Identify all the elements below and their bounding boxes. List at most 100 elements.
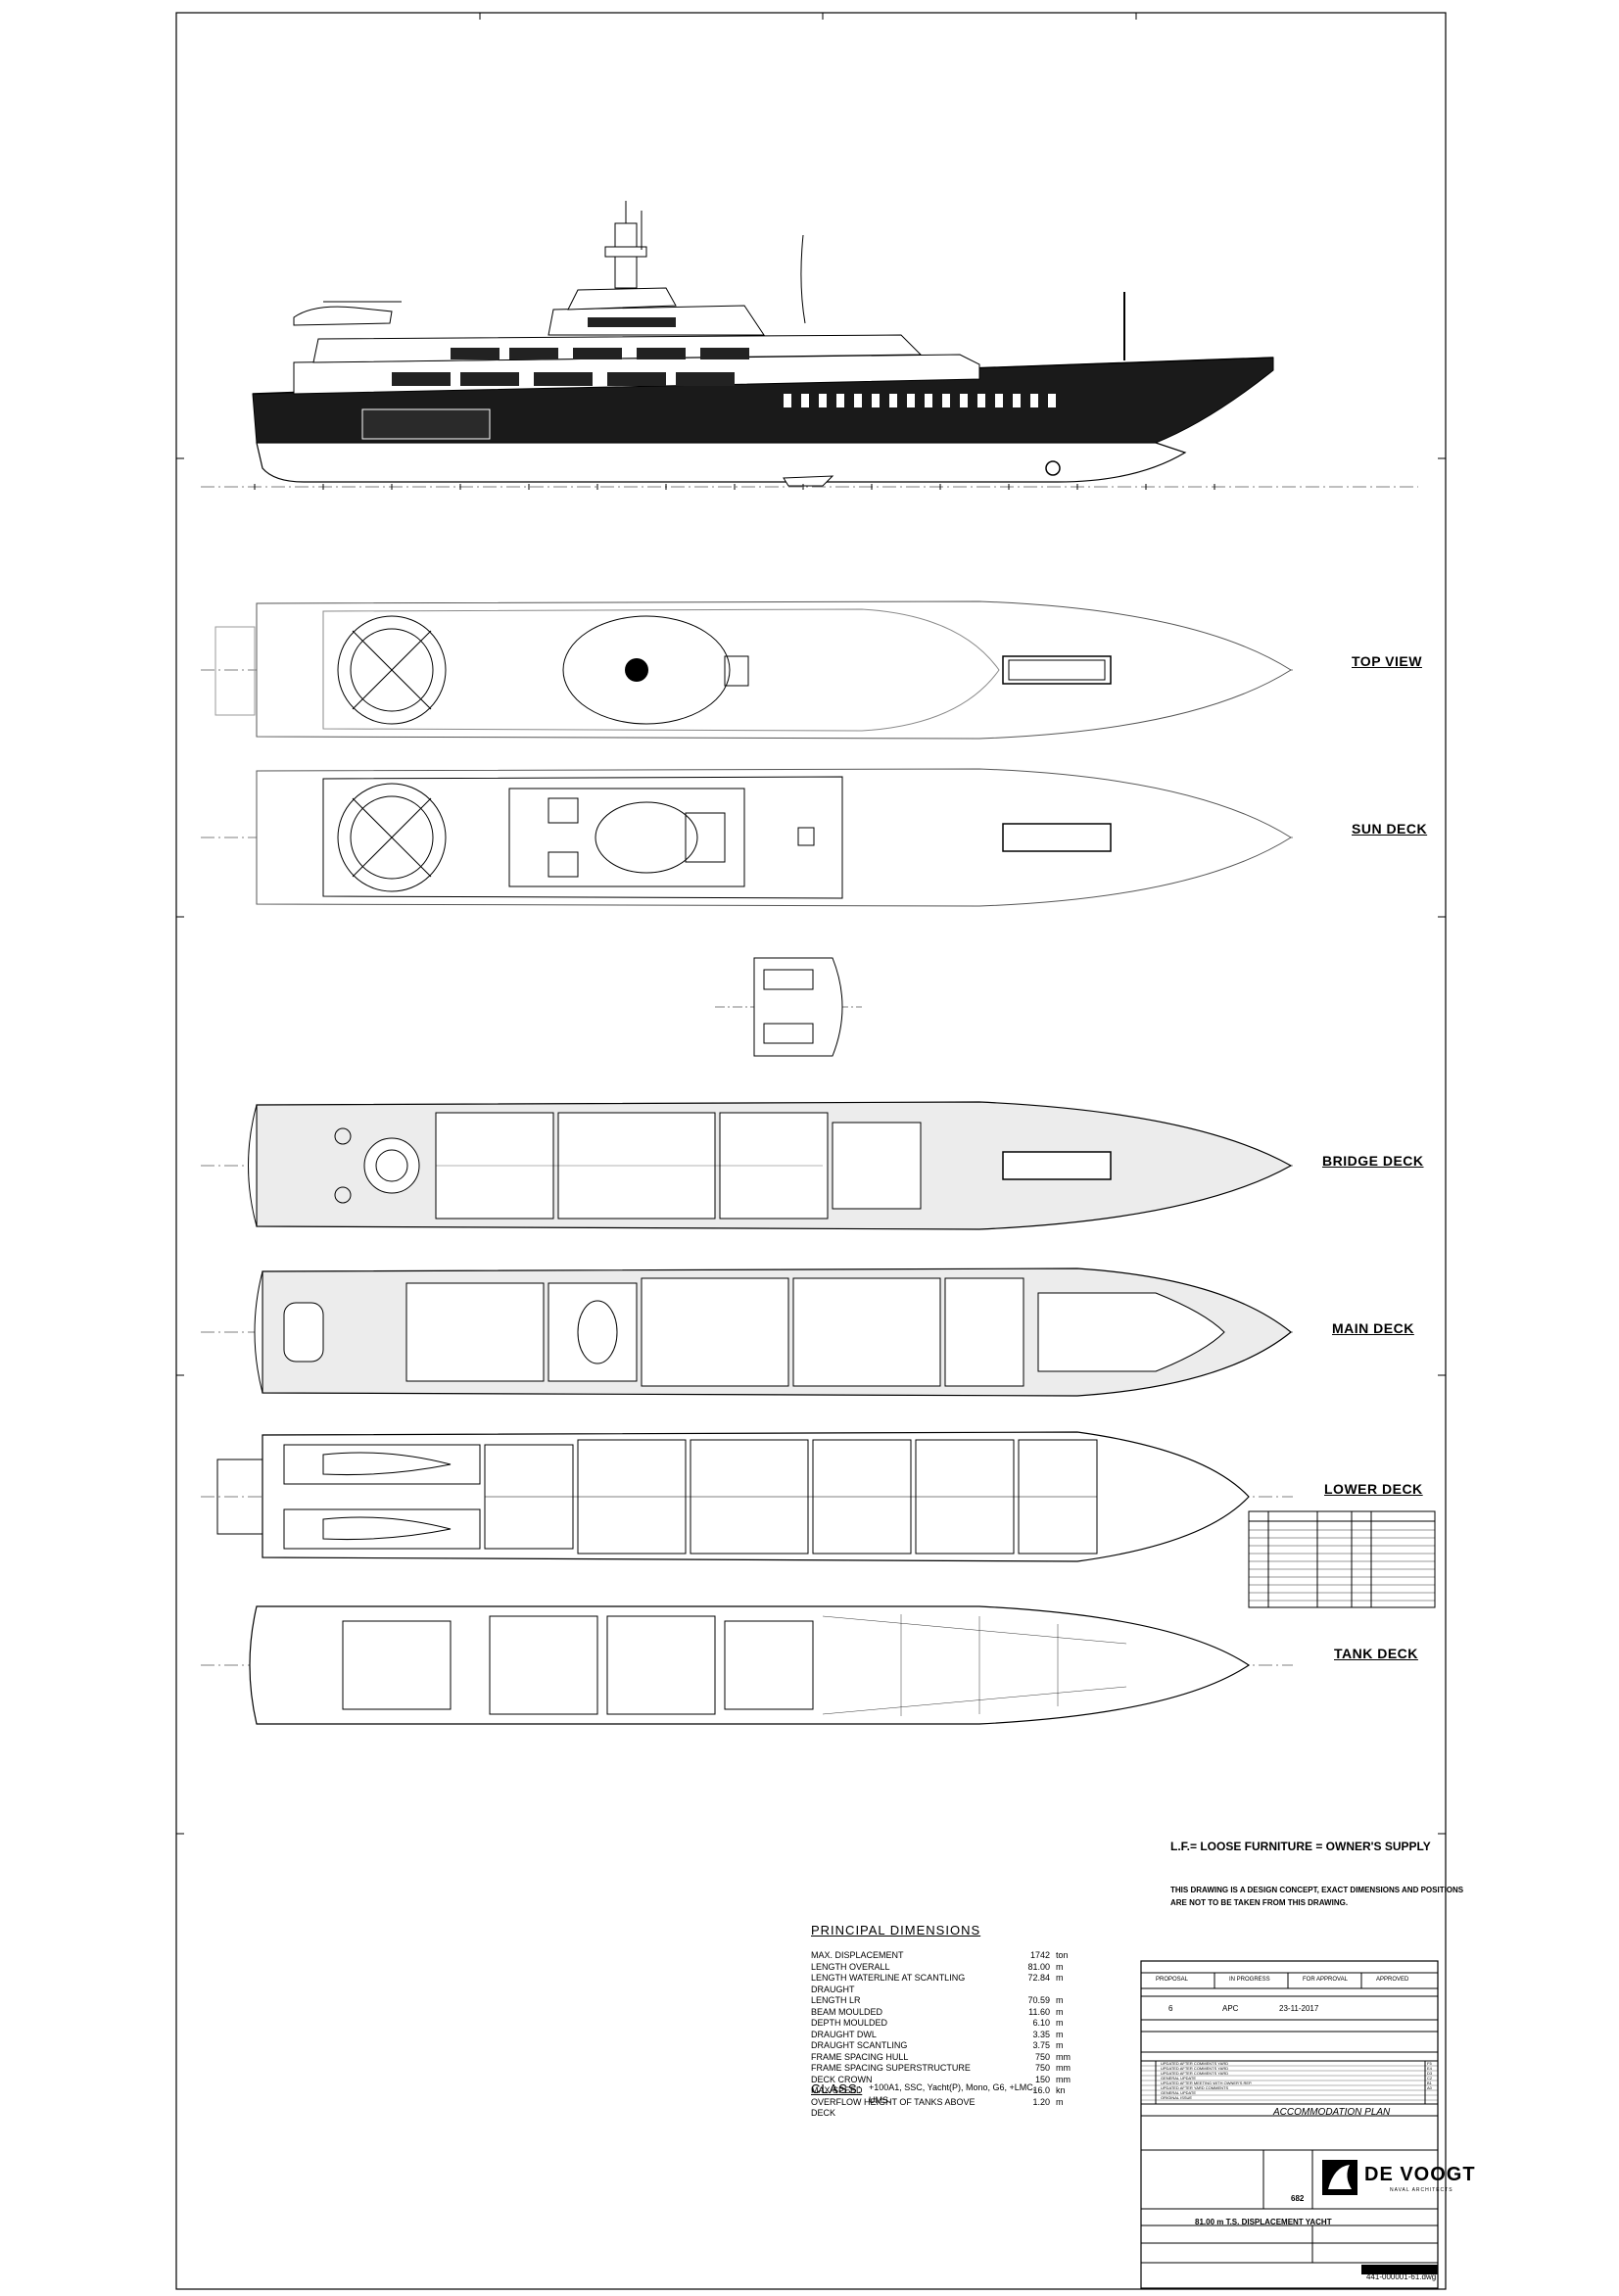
dimension-value: 11.60	[1028, 2006, 1050, 2017]
dimension-value: 750	[1034, 2063, 1050, 2073]
hull-portholes	[361, 394, 1056, 440]
dimension-label: LENGTH WATERLINE AT SCANTLING DRAUGHT	[811, 1973, 966, 1994]
dimension-row: LENGTH OVERALL 81.00 m	[811, 1962, 1085, 1974]
dimension-unit: mm	[1056, 2063, 1071, 2073]
label-lower-deck: LOWER DECK	[1324, 1481, 1423, 1497]
label-top-view: TOP VIEW	[1352, 653, 1422, 669]
dimension-value: 81.00	[1027, 1961, 1050, 1972]
dimension-label: DEPTH MOULDED	[811, 2018, 888, 2028]
dimension-value: 1.20	[1032, 2096, 1050, 2107]
dimension-unit: ton	[1056, 1950, 1069, 1960]
bridge-deck-plan	[201, 1101, 1293, 1230]
revision-code: D3	[1427, 2071, 1433, 2076]
dimension-label: DRAUGHT SCANTLING	[811, 2040, 908, 2050]
tank-deck-plan	[201, 1605, 1293, 1725]
class-label: CLASS:	[811, 2081, 863, 2096]
dimension-label: MAX SPEED	[811, 2085, 863, 2095]
drawn-by: APC	[1222, 2004, 1239, 2013]
status-approved: APPROVED	[1376, 1977, 1409, 1983]
dimension-label: DRAUGHT DWL	[811, 2029, 877, 2039]
dimension-label: FRAME SPACING SUPERSTRUCTURE	[811, 2063, 971, 2073]
dimension-label: OVERFLOW HEIGHT OF TANKS ABOVE DECK	[811, 2096, 976, 2119]
sheet-border	[175, 12, 1447, 2290]
dimension-unit: m	[1056, 2018, 1064, 2028]
revision-text: UPDATED AFTER MEETING WITH OWNER'S REP.	[1161, 2081, 1253, 2085]
dimension-value: 72.84	[1027, 1973, 1050, 1983]
dimension-value: 6.10	[1032, 2018, 1050, 2028]
de-voogt-logo-sub: NAVAL ARCHITECTS	[1390, 2187, 1453, 2193]
revision-code: E4	[1427, 2066, 1432, 2071]
dimension-value: 3.75	[1032, 2040, 1050, 2050]
issue-date: 23-11-2017	[1279, 2004, 1319, 2013]
dimension-unit: m	[1056, 1995, 1064, 2005]
profile-view	[201, 201, 1418, 490]
dimension-row: LENGTH LR 70.59 m	[811, 1995, 1085, 2007]
dimension-unit: m	[1056, 2096, 1064, 2107]
revision-code: C2	[1427, 2076, 1433, 2081]
class-value: +100A1, SSC, Yacht(P), Mono, G6, +LMC, U…	[869, 2082, 1036, 2105]
status-in-progress: IN PROGRESS	[1229, 1977, 1270, 1983]
de-voogt-logo: DE VOOGT	[1364, 2164, 1476, 2185]
main-deck-plan	[201, 1268, 1293, 1397]
profile-windows	[392, 317, 749, 386]
dwg-label-bar	[1361, 2265, 1438, 2274]
dimension-value: 3.35	[1032, 2029, 1050, 2039]
principal-dimensions-title: PRINCIPAL DIMENSIONS	[811, 1923, 981, 1937]
dimension-row: BEAM MOULDED 11.60 m	[811, 2007, 1085, 2019]
title-block-frame	[1140, 1960, 1439, 2289]
dimension-value: 750	[1034, 2051, 1050, 2062]
dimension-row: DRAUGHT DWL 3.35 m	[811, 2030, 1085, 2041]
dimension-value: 150	[1034, 2074, 1050, 2084]
dimension-row: DECK CROWN 150 mm	[811, 2075, 1085, 2086]
loose-furniture-note: L.F.= LOOSE FURNITURE = OWNER'S SUPPLY	[1170, 1840, 1431, 1853]
revision-text: UPDATED AFTER COMMENTS YARD	[1161, 2071, 1229, 2076]
revision-rows	[1141, 2065, 1438, 2101]
revision-text: ORIGINAL ISSUE	[1161, 2095, 1193, 2100]
dimension-value: 16.0	[1032, 2085, 1050, 2095]
dimension-row: OVERFLOW HEIGHT OF TANKS ABOVE DECK 1.20 m	[811, 2097, 1085, 2120]
dimension-row: MAX. DISPLACEMENT 1742 ton	[811, 1950, 1085, 1962]
dimension-unit: m	[1056, 2029, 1064, 2039]
dimension-label: BEAM MOULDED	[811, 2006, 883, 2017]
status-proposal: PROPOSAL	[1156, 1977, 1189, 1983]
disclaimer-line-2: ARE NOT TO BE TAKEN FROM THIS DRAWING.	[1170, 1898, 1349, 1907]
revision-text: UPDATED AFTER COMMENTS YARD	[1161, 2066, 1229, 2071]
sun-deck-plan	[201, 768, 1293, 907]
dimension-unit: m	[1056, 2040, 1064, 2050]
dimension-label: MAX. DISPLACEMENT	[811, 1950, 904, 1960]
dimension-unit: mm	[1056, 2051, 1071, 2062]
dimension-label: LENGTH OVERALL	[811, 1961, 890, 1972]
dimension-unit: m	[1056, 1961, 1064, 1972]
sheet-number: 6	[1168, 2004, 1173, 2013]
revision-text: UPDATED AFTER COMMENTS YARD	[1161, 2061, 1229, 2066]
disclaimer-line-1: THIS DRAWING IS A DESIGN CONCEPT, EXACT …	[1170, 1886, 1464, 1894]
revision-code: F5	[1427, 2061, 1432, 2066]
wheelhouse-top-plan	[715, 957, 862, 1057]
top-view-plan	[201, 600, 1293, 740]
drawing-number: 441-000001-61.dwg	[1366, 2272, 1437, 2281]
dimension-unit: mm	[1056, 2074, 1071, 2084]
dimension-row: DEPTH MOULDED 6.10 m	[811, 2018, 1085, 2030]
dimension-value: 1742	[1029, 1950, 1050, 1960]
dimension-value: 70.59	[1027, 1995, 1050, 2005]
revision-code: A0	[1427, 2085, 1432, 2090]
status-for-approval: FOR APPROVAL	[1303, 1977, 1348, 1983]
label-main-deck: MAIN DECK	[1332, 1320, 1414, 1336]
revision-text: GENERAL UPDATE	[1161, 2090, 1197, 2095]
project-number: 682	[1291, 2194, 1305, 2203]
de-voogt-logo-mark	[1322, 2160, 1357, 2195]
lower-deck-plan	[201, 1431, 1436, 1608]
label-tank-deck: TANK DECK	[1334, 1646, 1418, 1661]
dimension-unit: m	[1056, 2006, 1064, 2017]
yacht-name: 81.00 m T.S. DISPLACEMENT YACHT	[1195, 2218, 1332, 2226]
revision-text: UPDATED AFTER YARD COMMENTS	[1161, 2085, 1229, 2090]
label-bridge-deck: BRIDGE DECK	[1322, 1153, 1424, 1169]
dimension-label: LENGTH LR	[811, 1995, 861, 2005]
dimension-row: FRAME SPACING SUPERSTRUCTURE 750 mm	[811, 2063, 1085, 2075]
dimension-label: DECK CROWN	[811, 2074, 873, 2084]
